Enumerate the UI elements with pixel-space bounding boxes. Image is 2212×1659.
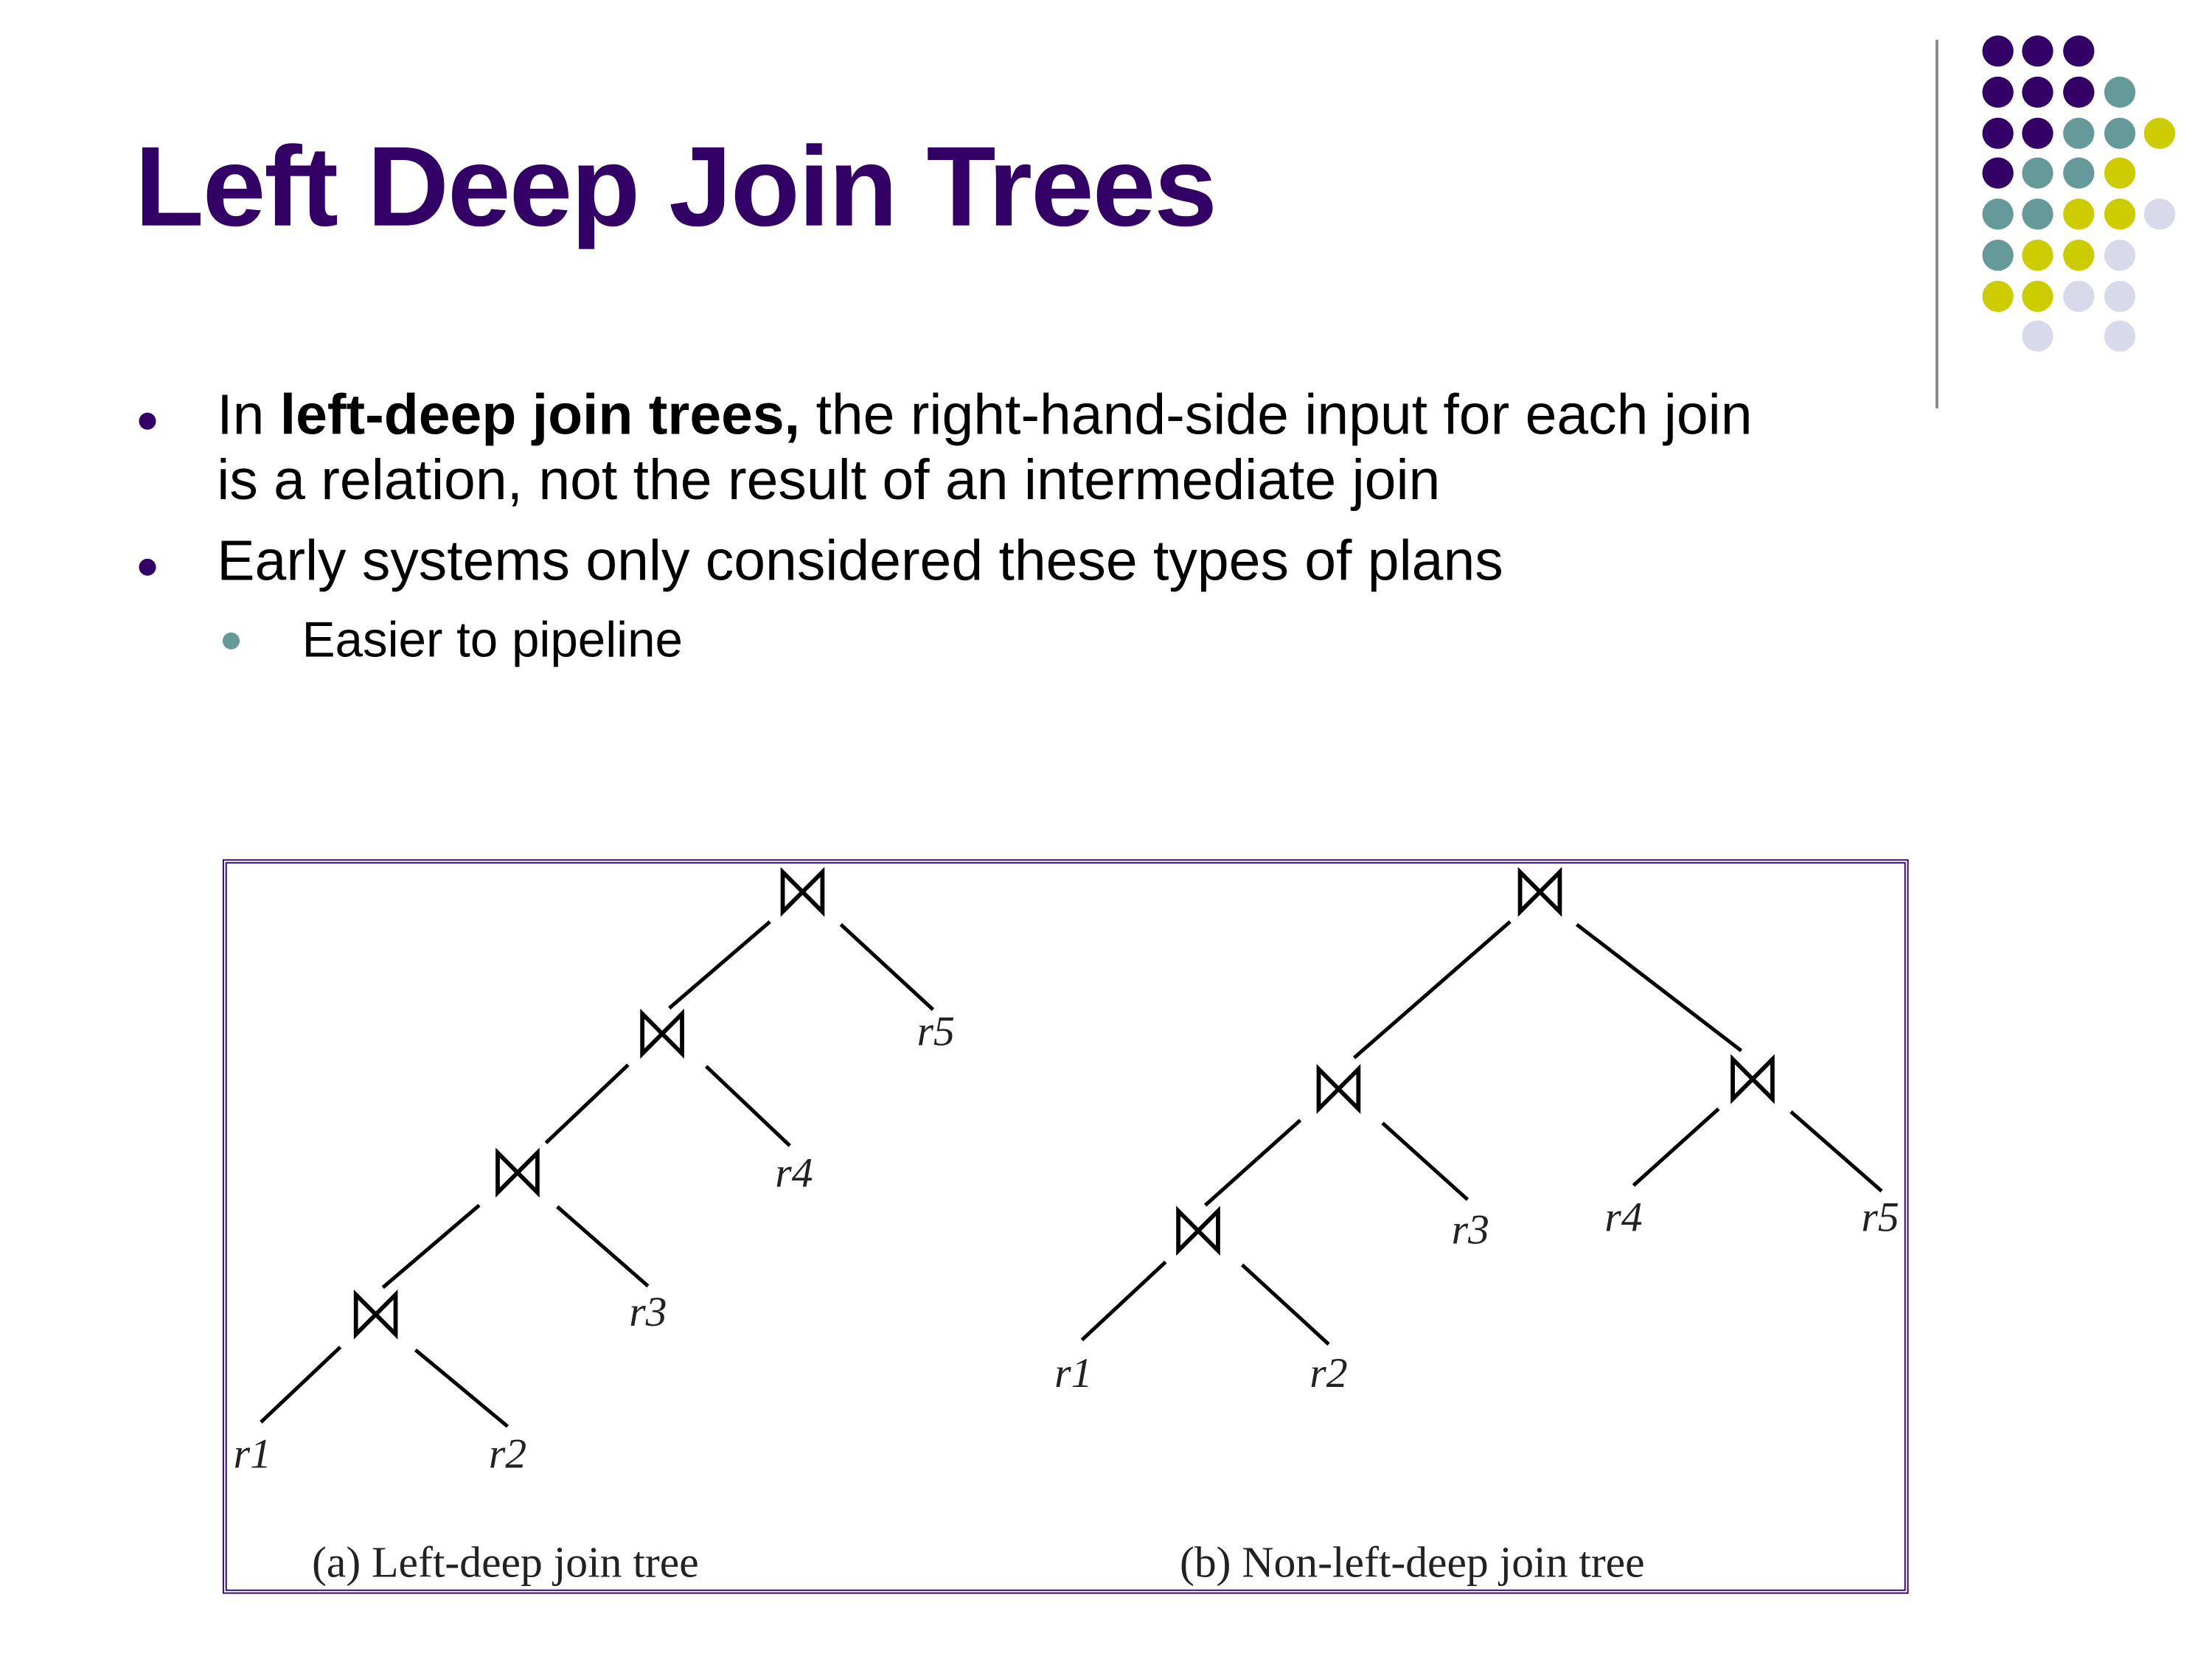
- decorative-divider: [1935, 39, 1938, 408]
- relation-label: r1: [234, 1430, 271, 1477]
- relation-label: r4: [775, 1150, 813, 1197]
- join-icon: [1318, 1069, 1358, 1109]
- decorative-dot: [2143, 198, 2176, 230]
- relation-label: r5: [917, 1008, 955, 1054]
- decorative-dot: [2063, 240, 2095, 271]
- join-icon: [1520, 872, 1560, 912]
- decorative-dot: [2022, 240, 2053, 271]
- decorative-dot: [1982, 157, 2014, 189]
- right-tree-caption: (b) Non-left-deep join tree: [1180, 1537, 1645, 1586]
- decorative-dot: [2022, 320, 2053, 352]
- relation-label: r3: [629, 1289, 667, 1335]
- bullet-1-prefix: In: [217, 384, 280, 447]
- relation-label: r3: [1452, 1207, 1489, 1253]
- left-tree-caption: (a) Left-deep join tree: [312, 1537, 699, 1586]
- decorative-dot: [2063, 198, 2095, 230]
- relation-label: r5: [1861, 1194, 1899, 1240]
- decorative-dot: [2104, 117, 2136, 149]
- join-tree-figure: [222, 859, 1909, 1594]
- slide-title: Left Deep Join Trees: [134, 123, 1217, 250]
- join-icon: [783, 872, 823, 912]
- decorative-dot: [2104, 320, 2136, 352]
- decorative-dot: [2022, 76, 2053, 108]
- decorative-dot: [2104, 280, 2136, 313]
- bullet-1-rest: the right-hand-side input for each join: [800, 384, 1753, 447]
- decorative-dot: [2104, 198, 2136, 230]
- relation-label: r4: [1604, 1194, 1642, 1240]
- decorative-dot: [2063, 157, 2095, 189]
- bullet-2: Early systems only considered these type…: [217, 530, 1503, 593]
- decorative-dot: [2143, 117, 2176, 149]
- decorative-dot: [2104, 240, 2136, 271]
- sub-bullet-1: Easier to pipeline: [302, 612, 683, 668]
- sub-bullet-icon: [222, 632, 240, 650]
- decorative-dot: [1982, 76, 2014, 108]
- bullet-icon: [139, 558, 156, 576]
- join-icon: [1733, 1060, 1773, 1099]
- join-icon: [498, 1152, 538, 1192]
- join-icon: [642, 1014, 682, 1054]
- decorative-dot: [2022, 280, 2053, 313]
- decorative-dot: [2022, 35, 2053, 67]
- decorative-dot: [2022, 117, 2053, 149]
- relation-label: r2: [489, 1430, 526, 1477]
- decorative-dot: [2063, 35, 2095, 67]
- relation-label: r1: [1054, 1350, 1092, 1397]
- decorative-dot: [1982, 198, 2014, 230]
- decorative-dot: [2063, 117, 2095, 149]
- bullet-icon: [139, 412, 156, 430]
- join-node-icons: [356, 872, 1773, 1335]
- bullet-1-bold: left-deep join trees,: [279, 384, 801, 447]
- decorative-dot: [1982, 240, 2014, 271]
- decorative-dot: [1982, 280, 2014, 313]
- decorative-dot: [2063, 280, 2095, 313]
- relation-label: r2: [1310, 1350, 1347, 1397]
- decorative-dot: [2104, 157, 2136, 189]
- decorative-dot: [2063, 76, 2095, 108]
- bullet-1-line2: is a relation, not the result of an inte…: [217, 449, 1441, 512]
- join-icon: [1178, 1211, 1218, 1251]
- decorative-dot: [2022, 198, 2053, 230]
- join-icon: [356, 1295, 396, 1335]
- bullet-1: In left-deep join trees, the right-hand-…: [217, 383, 1752, 513]
- decorative-dot: [1982, 117, 2014, 149]
- tree-edges: [260, 920, 1883, 1428]
- decorative-dot: [2022, 157, 2053, 189]
- decorative-dot: [1982, 35, 2014, 67]
- decorative-dot: [2104, 76, 2136, 108]
